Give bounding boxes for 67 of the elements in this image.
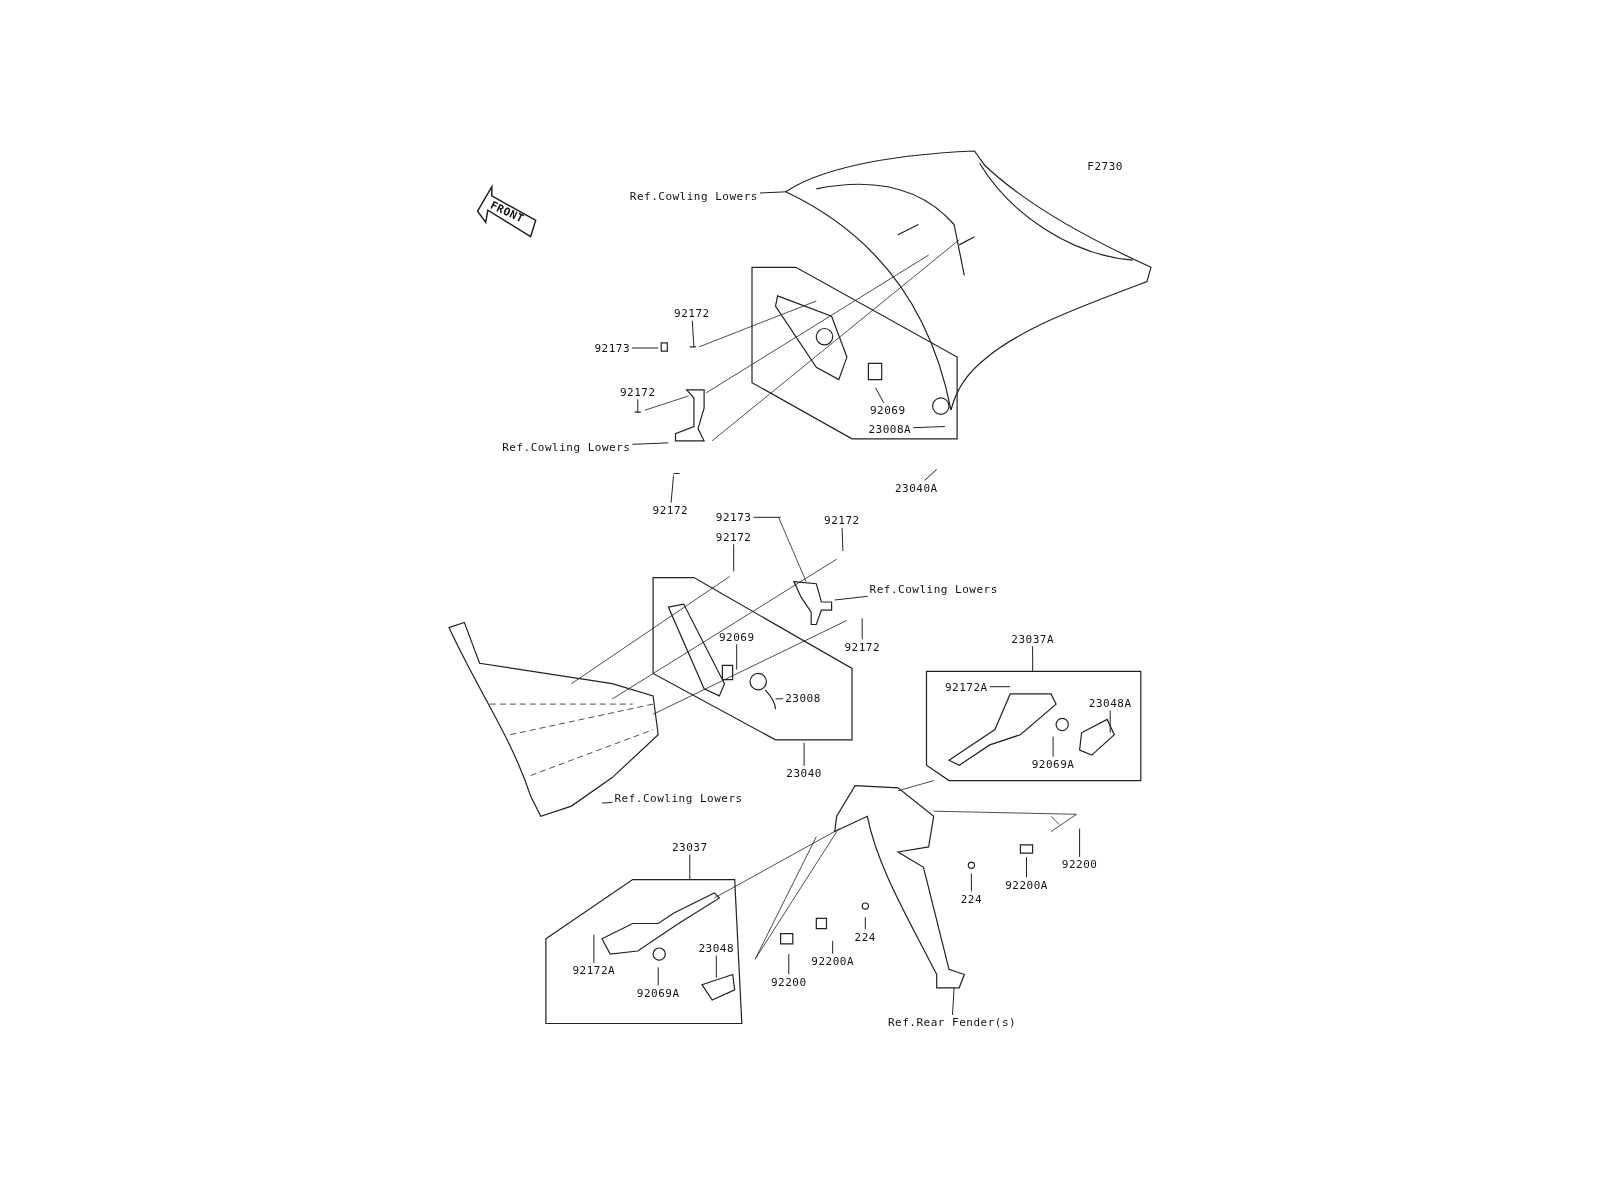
callout-number: 92172 bbox=[844, 640, 881, 654]
callout-number: 23048A bbox=[1088, 696, 1132, 710]
callout-number: 92172 bbox=[652, 503, 689, 517]
callout-number: Ref.Rear Fender(s) bbox=[887, 1015, 1017, 1029]
leader-line bbox=[631, 442, 669, 445]
leader-line bbox=[753, 516, 782, 518]
leader-line bbox=[1026, 856, 1027, 878]
callout-number: 92069 bbox=[718, 630, 755, 644]
callout-number: 23040 bbox=[786, 766, 822, 780]
leader-line bbox=[1079, 828, 1081, 858]
leader-line bbox=[593, 934, 595, 964]
callout-number: 92172A bbox=[944, 680, 988, 694]
callout-number: Ref.Cowling Lowers bbox=[629, 189, 758, 203]
callout-number: Ref.Cowling Lowers bbox=[614, 791, 743, 805]
leader-line bbox=[841, 527, 844, 552]
leader-line bbox=[864, 916, 866, 930]
leader-line bbox=[759, 191, 787, 194]
leader-line bbox=[832, 940, 834, 955]
callout-number: 23037A bbox=[1011, 632, 1054, 646]
leader-line bbox=[970, 873, 972, 892]
callout-number: 92200A bbox=[1005, 878, 1048, 892]
leader-line bbox=[637, 398, 639, 413]
callout-number: 92173 bbox=[594, 341, 631, 355]
callout-number: 92172 bbox=[715, 530, 752, 544]
leader-line bbox=[657, 966, 659, 986]
leader-line bbox=[1052, 736, 1054, 758]
leader-line bbox=[1032, 645, 1034, 672]
callout-number: Ref.Cowling Lowers bbox=[869, 582, 998, 596]
leader-line bbox=[912, 426, 946, 429]
leader-line bbox=[834, 595, 869, 601]
figure-code: F2730 bbox=[1087, 159, 1123, 173]
callout-number: 23008 bbox=[785, 691, 821, 705]
leader-line bbox=[924, 468, 938, 481]
callout-number: 23040A bbox=[894, 481, 938, 495]
callout-number: 92173 bbox=[715, 510, 752, 524]
callout-number: 92200 bbox=[770, 975, 807, 989]
leader-line bbox=[775, 698, 784, 700]
leader-line bbox=[733, 543, 735, 572]
leader-line bbox=[952, 987, 955, 1016]
leader-line bbox=[689, 853, 691, 881]
leader-line bbox=[861, 617, 863, 640]
leader-line bbox=[736, 643, 738, 670]
leader-line bbox=[691, 320, 695, 348]
callout-number: 224 bbox=[854, 930, 876, 944]
callout-number: 92172 bbox=[824, 513, 860, 527]
callout-number: 92172A bbox=[572, 963, 616, 977]
callout-number: 23048 bbox=[698, 941, 735, 955]
callout-number: 92069A bbox=[1031, 757, 1075, 771]
callout-number: 92069 bbox=[869, 403, 906, 417]
leader-line bbox=[601, 801, 613, 804]
leader-line bbox=[1109, 710, 1111, 734]
callout-number: 92069A bbox=[636, 986, 680, 1000]
callout-number: 92200 bbox=[1061, 857, 1098, 871]
callout-number: 92172 bbox=[674, 306, 710, 320]
leader-line bbox=[670, 475, 674, 504]
leader-line bbox=[803, 742, 805, 767]
leader-line bbox=[715, 955, 717, 979]
leader-line bbox=[989, 686, 1011, 688]
callout-number: 92172 bbox=[619, 385, 656, 399]
callout-number: 23037 bbox=[671, 840, 708, 854]
leader-line bbox=[875, 387, 885, 404]
callout-number: Ref.Cowling Lowers bbox=[502, 440, 631, 454]
callout-number: 92200A bbox=[811, 954, 854, 968]
leader-line bbox=[631, 347, 659, 349]
callout-number: 23008A bbox=[868, 422, 912, 436]
leader-line bbox=[788, 953, 790, 975]
callout-number: 224 bbox=[960, 892, 983, 906]
